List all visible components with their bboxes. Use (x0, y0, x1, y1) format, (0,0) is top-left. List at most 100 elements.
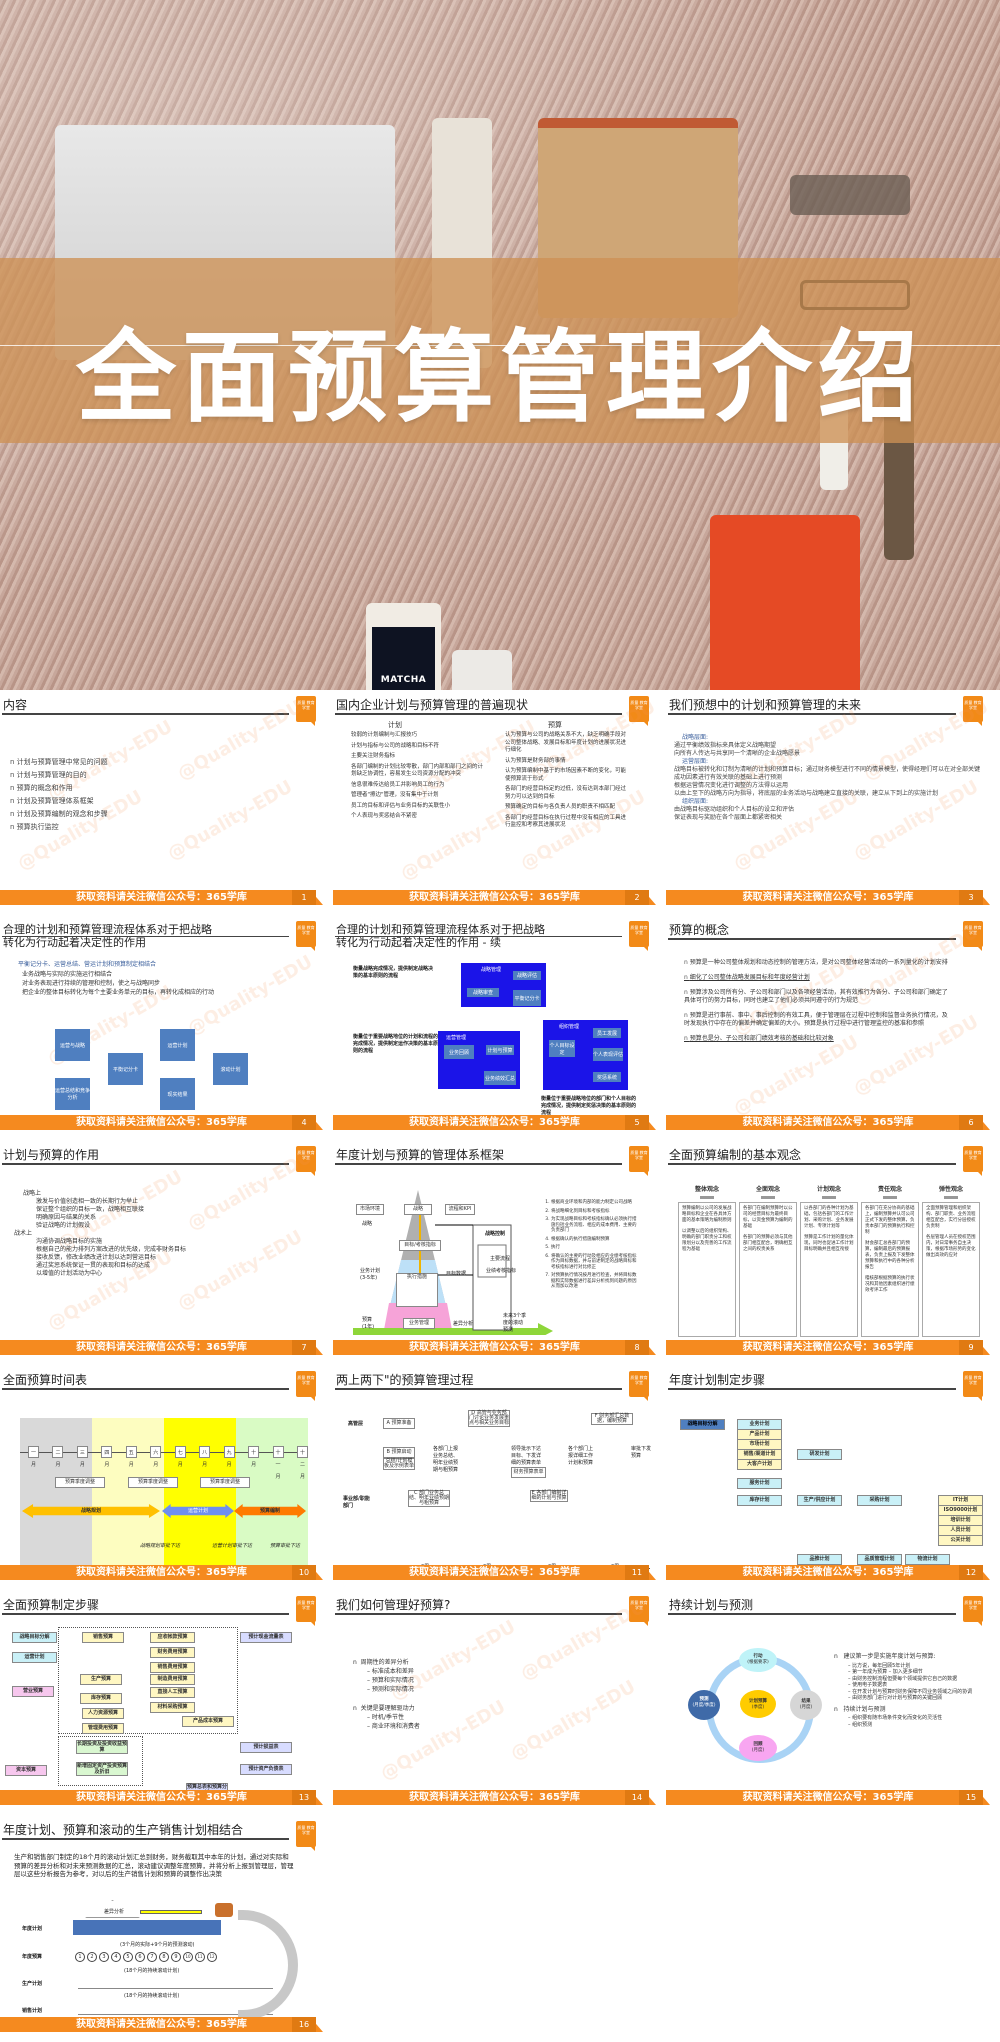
node-sub: (月度/季度) (692, 1703, 716, 1708)
slide-title: 全面预算制定步骤 (3, 1598, 100, 1612)
quarter-bg-2 (92, 1418, 164, 1568)
month-circle: 5 (123, 1952, 133, 1962)
diagram-label: 业务计划 (3-5年) (360, 1268, 381, 1281)
footer-banner: 获取资料请关注微信公众号：365学库 (0, 1340, 323, 1355)
footer-banner: 获取资料请关注微信公众号：365学库 (666, 1115, 990, 1130)
list-group: n 持续计划与预测 (834, 1705, 886, 1713)
list-item: 计划与预算管理中常见的问题 (10, 757, 293, 768)
month-marker: 四月 (101, 1446, 113, 1468)
budget-node: 销售费用预算 (150, 1662, 195, 1673)
list-item: 较弱的计划编制与汇报技巧 (351, 732, 418, 738)
page-number: 8 (625, 1340, 649, 1355)
flow-box: 运营与战略 (55, 1029, 90, 1061)
page-number: 9 (959, 1340, 983, 1355)
plan-node: 大客户计划 (737, 1459, 782, 1470)
slide-title: 合理的计划和预算管理流程体系对于把战略 转化为行动起着决定性的作用 - 续 (336, 923, 545, 949)
list-item: 各部门的预算必须与其他部门相互配合，明确相互之间的权责关系 (743, 1235, 793, 1252)
slide-14[interactable]: 我们如何管理好预算? 质量 教育 学堂 @Quality-EDU @Qualit… (333, 1590, 666, 1815)
slide-6[interactable]: 预算的概念 质量 教育 学堂 @Quality-EDU @Quality-EDU… (666, 915, 1000, 1140)
title-rule (668, 1163, 956, 1165)
slide-16[interactable]: 年度计划、预算和滚动的生产销售计划相结合 质量 教育 学堂 生产和销售部门制定的… (0, 1815, 333, 2042)
slide-10[interactable]: 全面预算时间表 质量 教育 学堂 一月 二月 三月 四月 五月 六月 七月 八月… (0, 1365, 333, 1590)
list-item: 各部门的经营目标在执行过程中没有相应的工具进行监控和考察其进展状况 (505, 814, 627, 829)
strategy-arrow (22, 1504, 160, 1518)
budget-node: 运营计划 (12, 1652, 57, 1663)
page-number: 10 (292, 1565, 316, 1580)
slide-12[interactable]: 年度计划制定步骤 质量 教育 学堂 战略目标分解 业务计划 产品计划 市场计划 … (666, 1365, 1000, 1590)
watermark: @Quality-EDU (507, 1676, 640, 1765)
budget-node: 直接人工预算 (150, 1687, 195, 1698)
item-text: 预算和实际情况 (371, 1677, 414, 1684)
budget-node: 应收帐款预算 (150, 1632, 195, 1643)
section-head: 战略层面: (682, 734, 709, 741)
diagram-label: 主要流程 (490, 1256, 511, 1262)
list-item: 把企业的整体目标转化为每个主要业务单元的目标，再转化成相应的行动 (22, 989, 215, 996)
process-box: 总结/计划模板及示例表单 (383, 1458, 415, 1470)
quarter-bg-4 (236, 1418, 308, 1568)
slide-7[interactable]: 计划与预算的作用 质量 教育 学堂 @Quality-EDU @Quality-… (0, 1140, 333, 1365)
budget-node: 产品成本预算 (182, 1716, 234, 1727)
page-number: 14 (625, 1790, 649, 1805)
list-item: 验证战略的计划假设 (36, 1222, 91, 1229)
list-item: 计划与指标与公司的战略和目标不符 (351, 742, 440, 749)
slide-15[interactable]: 持续计划与预测 质量 教育 学堂 行动(根据要求) 结果(月度) 回顾(月度) … (666, 1590, 1000, 1815)
month-circle: 6 (135, 1952, 145, 1962)
rolling-arrow (238, 1910, 298, 2020)
note: (18个月的持续滚动计划) (124, 1993, 180, 1999)
title-rule (668, 713, 956, 715)
item-text: 使用电子数据表 (852, 1682, 888, 1688)
group-head: 关键是要理解驱动力 (360, 1705, 415, 1712)
diagram-box: 战略 (404, 1204, 432, 1215)
slide-13[interactable]: 全面预算制定步骤 质量 教育 学堂 战略目标分解 运营计划 营业预算 资本预算 … (0, 1590, 333, 1815)
slide-title: 预算的概念 (669, 923, 730, 937)
point-list: 业务战略与实际的实施运行相结合 对业务表现进行持续的管理和控制，使之与战略同步 … (22, 970, 293, 997)
slide-1[interactable]: 内容 质量 教育 学堂 @Quality-EDU @Quality-EDU @Q… (0, 690, 333, 915)
quarter-bg-3 (164, 1418, 236, 1568)
concept-column: 弹性观念 全面预算管理和组织架构、部门职责、业务流程相互配合，实行分层授权负责制… (922, 1184, 980, 1337)
list-item: 细化了公司整体战略发展目标和年度经营计划 (684, 974, 950, 982)
brand-logo-icon: 质量 教育 学堂 (629, 1146, 649, 1176)
slide-title: 全面预算编制的基本观念 (669, 1148, 802, 1162)
list-item: – 由财务控制流程但要每个领域提供它自己的数据 (848, 1675, 958, 1682)
footer-banner: 获取资料请关注微信公众号：365学库 (333, 1115, 656, 1130)
concept-column: 责任观念 各部门在充分协商的基础上，编制预算并认可公司正式下发的整体预算，负责本… (861, 1184, 919, 1337)
list-item: 明确原因与结果的关系 (36, 1214, 97, 1221)
approval-label: 运营计划审批下达 (212, 1543, 253, 1549)
footer-banner: 获取资料请关注微信公众号：365学库 (0, 1565, 323, 1580)
diagram-box: 目标/考核指标 (399, 1240, 441, 1251)
slide-9[interactable]: 全面预算编制的基本观念 质量 教育 学堂 整体观念 预算编制以公司的发展战略目标… (666, 1140, 1000, 1365)
row-label: 销售计划 (22, 2008, 43, 2014)
flow-box: 个人目标设定 (549, 1040, 575, 1057)
month-marker: 九月 (223, 1446, 235, 1468)
footer-banner: 获取资料请关注微信公众号：365学库 (0, 1115, 323, 1130)
page-number: 15 (959, 1790, 983, 1805)
slide-5[interactable]: 合理的计划和预算管理流程体系对于把战略 转化为行动起着决定性的作用 - 续 质量… (333, 915, 666, 1140)
title-rule (335, 713, 622, 715)
footer-banner: 获取资料请关注微信公众号：365学库 (333, 1340, 656, 1355)
flow-box: 战略评估 (513, 971, 541, 980)
list-item: 以各部门的各种计划为基础，包括各部门的工作计划、采购计划、业务发展计划、专项计划… (804, 1206, 854, 1229)
month-circle: 10 (183, 1952, 193, 1962)
slide-3[interactable]: 我们预想中的计划和预算管理的未来 质量 教育 学堂 @Quality-EDU @… (666, 690, 1000, 915)
list-item: 财会部汇总各部门的预算，编制最后的预算报表，负责上报及下发整体预算和执行中的各种… (865, 1241, 915, 1270)
list-item: – 时机/季节性 (367, 1714, 404, 1721)
budget-list: 认为预算与公司的战略关系不大，缺乏明确手段对公司整体战略、发展目标和年度计划的进… (505, 732, 630, 833)
slide-8[interactable]: 年度计划与预算的管理体系框架 质量 教育 学堂 市场环境 战略 流程和KPI 目… (333, 1140, 666, 1365)
budget-node: 材料采购预算 (150, 1702, 195, 1713)
cycle-node-review: 回顾(月度) (739, 1735, 777, 1761)
roof-label: 差异分析 (104, 1909, 125, 1915)
node-sub: (季度) (751, 1705, 765, 1710)
plan-node: 物流计划 (905, 1554, 950, 1565)
process-box: 财务预算表单 (511, 1467, 546, 1478)
flow-box: 员工发展 (593, 1028, 621, 1038)
flow-box: 业务绩效汇总 (484, 1071, 516, 1085)
process-box: C 部门业务总结、明年业绩预期与粗预算 (408, 1490, 450, 1507)
note: (18个月的持续滚动计划) (124, 1968, 180, 1974)
slide-2[interactable]: 国内企业计划与预算管理的普遍现状 质量 教育 学堂 @Quality-EDU @… (333, 690, 666, 915)
capital-budget-group (58, 1736, 143, 1786)
slide-11[interactable]: 两上两下"的预算管理过程 质量 教育 学堂 高管层 事业部/职能部门 时间分配 … (333, 1365, 666, 1590)
slide-4[interactable]: 合理的计划和预算管理流程体系对于把战略 转化为行动起着决定性的作用 质量 教育 … (0, 915, 333, 1140)
brand-logo-icon: 质量 教育 学堂 (296, 1146, 316, 1176)
title-rule (335, 936, 622, 937)
budget-node: 管理费用预算 (82, 1723, 124, 1734)
